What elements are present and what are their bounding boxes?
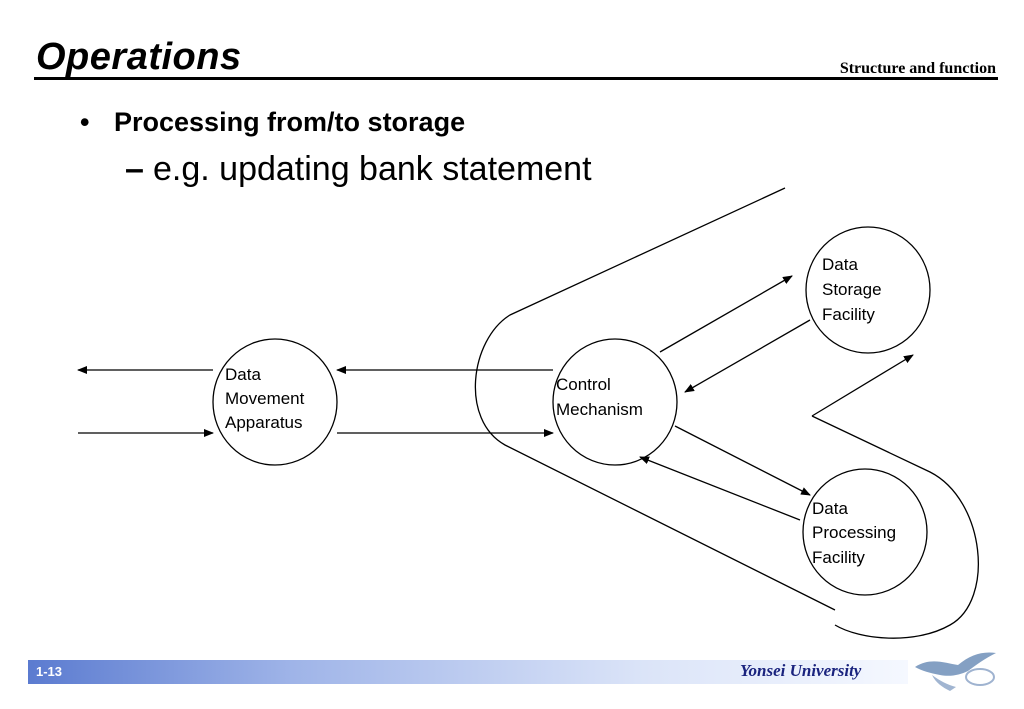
arrow-control-to-processing — [674, 425, 811, 496]
label-storage-line1: Data — [822, 255, 858, 274]
arrow-storage-to-control — [684, 319, 811, 393]
label-storage: Data Storage Facility — [822, 255, 886, 324]
label-control-line1: Control — [556, 375, 611, 394]
label-processing-line2: Processing — [812, 523, 896, 542]
page-title: Operations — [36, 36, 242, 78]
dash-marker: – — [125, 150, 144, 188]
node-data-storage-facility — [805, 226, 931, 354]
page-number: 1-13 — [36, 664, 63, 679]
node-control-mechanism — [552, 338, 678, 466]
label-processing-line1: Data — [812, 499, 848, 518]
node-data-movement-apparatus — [212, 338, 338, 466]
bullet-level2: –e.g. updating bank statement — [125, 150, 592, 189]
path-boundary-bottom — [811, 415, 979, 639]
label-control: Control Mechanism — [556, 375, 643, 419]
label-control-line2: Mechanism — [556, 400, 643, 419]
university-name: Yonsei University — [740, 661, 862, 680]
label-movement-line2: Movement — [225, 389, 305, 408]
page-subtitle: Structure and function — [839, 60, 996, 77]
footer-bar — [28, 660, 908, 684]
bullet-level1: • Processing from/to storage — [80, 107, 465, 138]
label-storage-line2: Storage — [822, 280, 882, 299]
bullet-marker: • — [80, 107, 90, 137]
arrow-processing-to-control — [639, 456, 801, 521]
label-movement-line1: Data — [225, 365, 261, 384]
label-movement: Data Movement Apparatus — [225, 365, 309, 432]
bullet-level2-text: e.g. updating bank statement — [153, 150, 592, 188]
node-data-processing-facility — [802, 468, 928, 596]
bullet-level1-text: Processing from/to storage — [114, 107, 466, 137]
label-movement-line3: Apparatus — [225, 413, 303, 432]
title-underline — [34, 77, 998, 80]
yonsei-bird-logo-icon — [915, 652, 996, 691]
label-processing: Data Processing Facility — [812, 499, 901, 567]
label-processing-line3: Facility — [812, 548, 865, 567]
label-storage-line3: Facility — [822, 305, 875, 324]
path-boundary-top — [474, 187, 836, 611]
arrow-control-to-storage — [659, 275, 793, 353]
arrow-path-return — [811, 354, 914, 417]
